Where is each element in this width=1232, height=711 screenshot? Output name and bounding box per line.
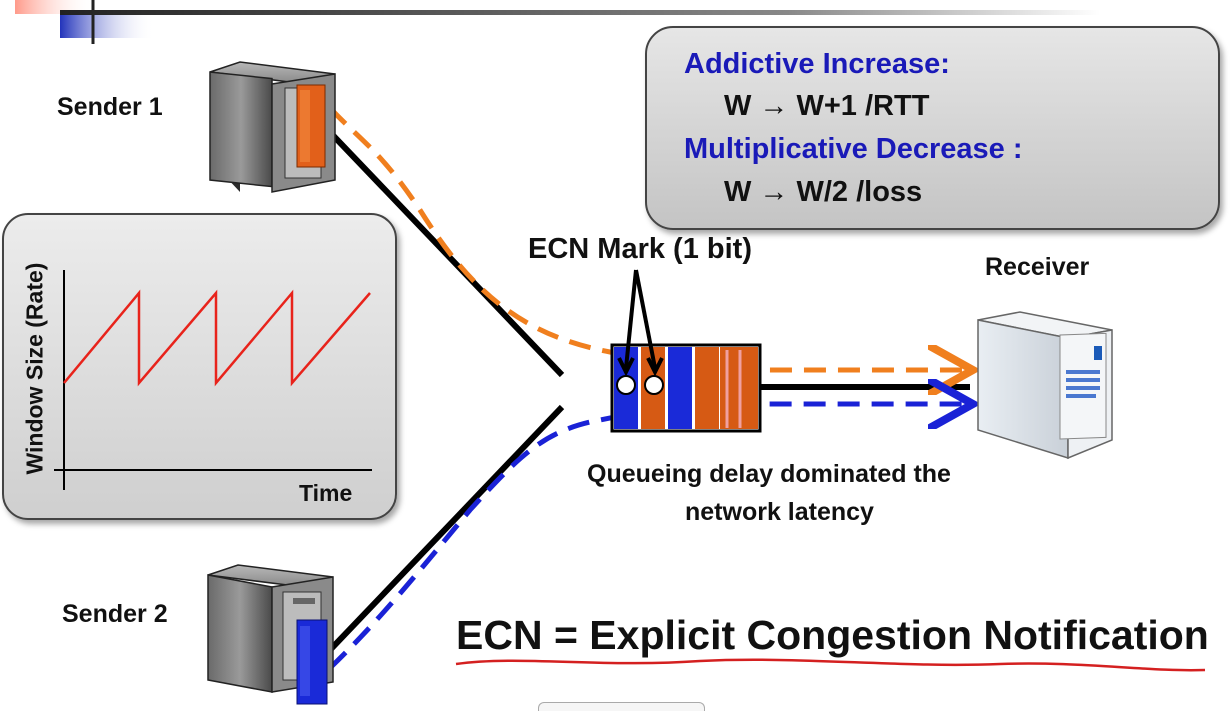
sender1-server-icon [209,61,336,193]
link-sender1 [323,125,565,378]
header-rule [60,10,1100,15]
window-size-chart: Time Window Size (Rate) [2,213,397,520]
bottom-tab [538,702,705,711]
ecn-mark-label: ECN Mark (1 bit) [528,233,752,265]
slide-logo-icon [0,0,160,46]
sender2-label: Sender 2 [62,600,168,628]
ecn-definition: ECN = Explicit Congestion Notification [456,612,1209,658]
link-sender2 [327,404,565,653]
chart-xlabel: Time [299,480,353,506]
receiver-label: Receiver [985,253,1090,281]
sawtooth-line [63,289,371,387]
packet-queue-icon [610,343,762,433]
receiver-server-icon [977,311,1113,460]
additive-increase-title: Addictive Increase: [684,48,950,80]
definition-underline [455,658,1206,672]
sender2-server-icon [207,564,334,705]
ecn-mark-arrows [617,269,664,377]
chart-ylabel: Window Size (Rate) [21,262,48,475]
multiplicative-decrease-rule: W → W/2 /loss [724,176,923,208]
sender1-label: Sender 1 [57,93,163,121]
sawtooth-plot [54,270,372,490]
queue-caption-line2: network latency [685,498,874,526]
aimd-rules-box: Addictive Increase: W → W+1 /RTT Multipl… [645,26,1220,230]
additive-increase-rule: W → W+1 /RTT [724,90,930,122]
multiplicative-decrease-title: Multiplicative Decrease : [684,133,1023,165]
queue-caption-line1: Queueing delay dominated the [587,460,951,488]
